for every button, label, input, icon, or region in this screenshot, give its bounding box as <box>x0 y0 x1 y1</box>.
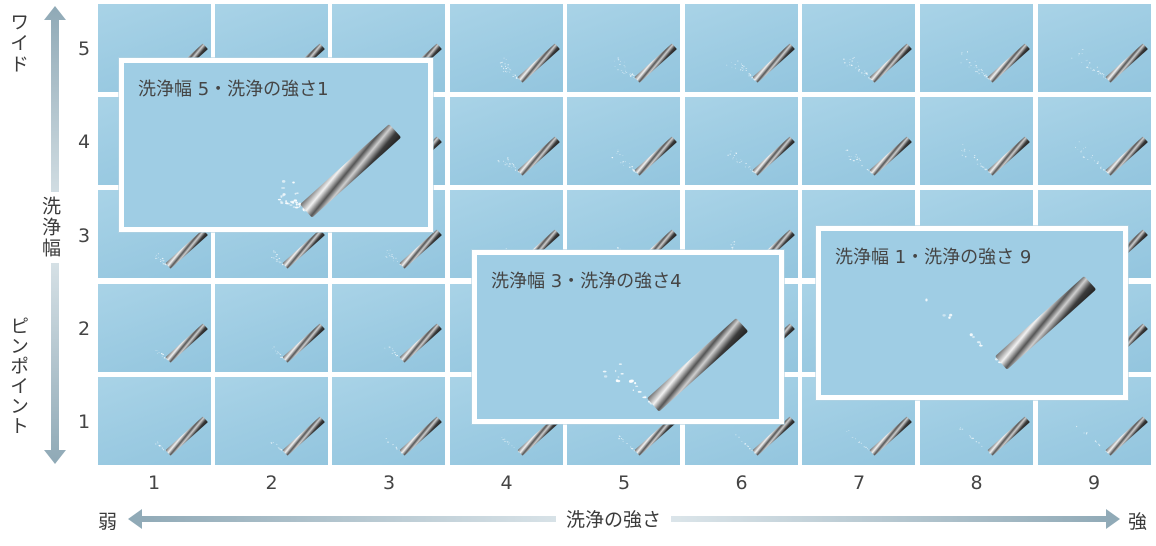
x-tick-6: 6 <box>735 472 748 494</box>
y-tick-1: 1 <box>77 411 91 433</box>
x-tick-8: 8 <box>970 472 983 494</box>
y-tick-3: 3 <box>77 225 91 247</box>
spray-cell <box>98 377 211 465</box>
spray-cell <box>1038 97 1151 185</box>
callout-width1-strength9: 洗浄幅 1・洗浄の強さ 9 <box>816 226 1128 400</box>
callout-width3-strength4: 洗浄幅 3・洗浄の強さ4 <box>472 250 784 424</box>
spray-cell <box>685 97 798 185</box>
x-tick-9: 9 <box>1087 472 1101 494</box>
spray-cell <box>332 377 445 465</box>
y-axis-bottom-label: ピンポイント <box>7 316 29 436</box>
x-tick-7: 7 <box>852 472 866 494</box>
x-tick-4: 4 <box>500 472 513 494</box>
spray-cell <box>215 377 328 465</box>
spray-cell <box>215 284 328 372</box>
spray-cell <box>685 4 798 92</box>
y-tick-5: 5 <box>77 38 91 60</box>
x-tick-5: 5 <box>617 472 631 494</box>
spray-cell <box>1038 4 1151 92</box>
x-axis-right-label: 強 <box>1128 511 1148 533</box>
callout-label: 洗浄幅 1・洗浄の強さ 9 <box>835 247 1032 268</box>
spray-cell <box>567 97 680 185</box>
spray-cell <box>802 97 915 185</box>
spray-cell <box>802 4 915 92</box>
y-tick-2: 2 <box>77 318 91 340</box>
spray-cell <box>450 97 563 185</box>
spray-cell <box>332 284 445 372</box>
spray-cell <box>98 284 211 372</box>
y-axis-title: 洗浄幅 <box>39 192 61 263</box>
callout-width5-strength1: 洗浄幅 5・洗浄の強さ1 <box>119 58 433 232</box>
x-tick-1: 1 <box>147 472 161 494</box>
x-tick-2: 2 <box>265 472 278 494</box>
spray-cell <box>920 97 1033 185</box>
y-axis-top-label: ワイド <box>7 12 29 75</box>
y-tick-4: 4 <box>77 131 91 153</box>
spray-cell <box>450 4 563 92</box>
callout-label: 洗浄幅 5・洗浄の強さ1 <box>138 79 329 100</box>
x-axis-left-label: 弱 <box>98 511 118 533</box>
x-tick-3: 3 <box>382 472 396 494</box>
spray-cell <box>567 4 680 92</box>
callout-label: 洗浄幅 3・洗浄の強さ4 <box>491 271 682 292</box>
spray-cell <box>920 4 1033 92</box>
x-axis-title: 洗浄の強さ <box>556 505 672 532</box>
